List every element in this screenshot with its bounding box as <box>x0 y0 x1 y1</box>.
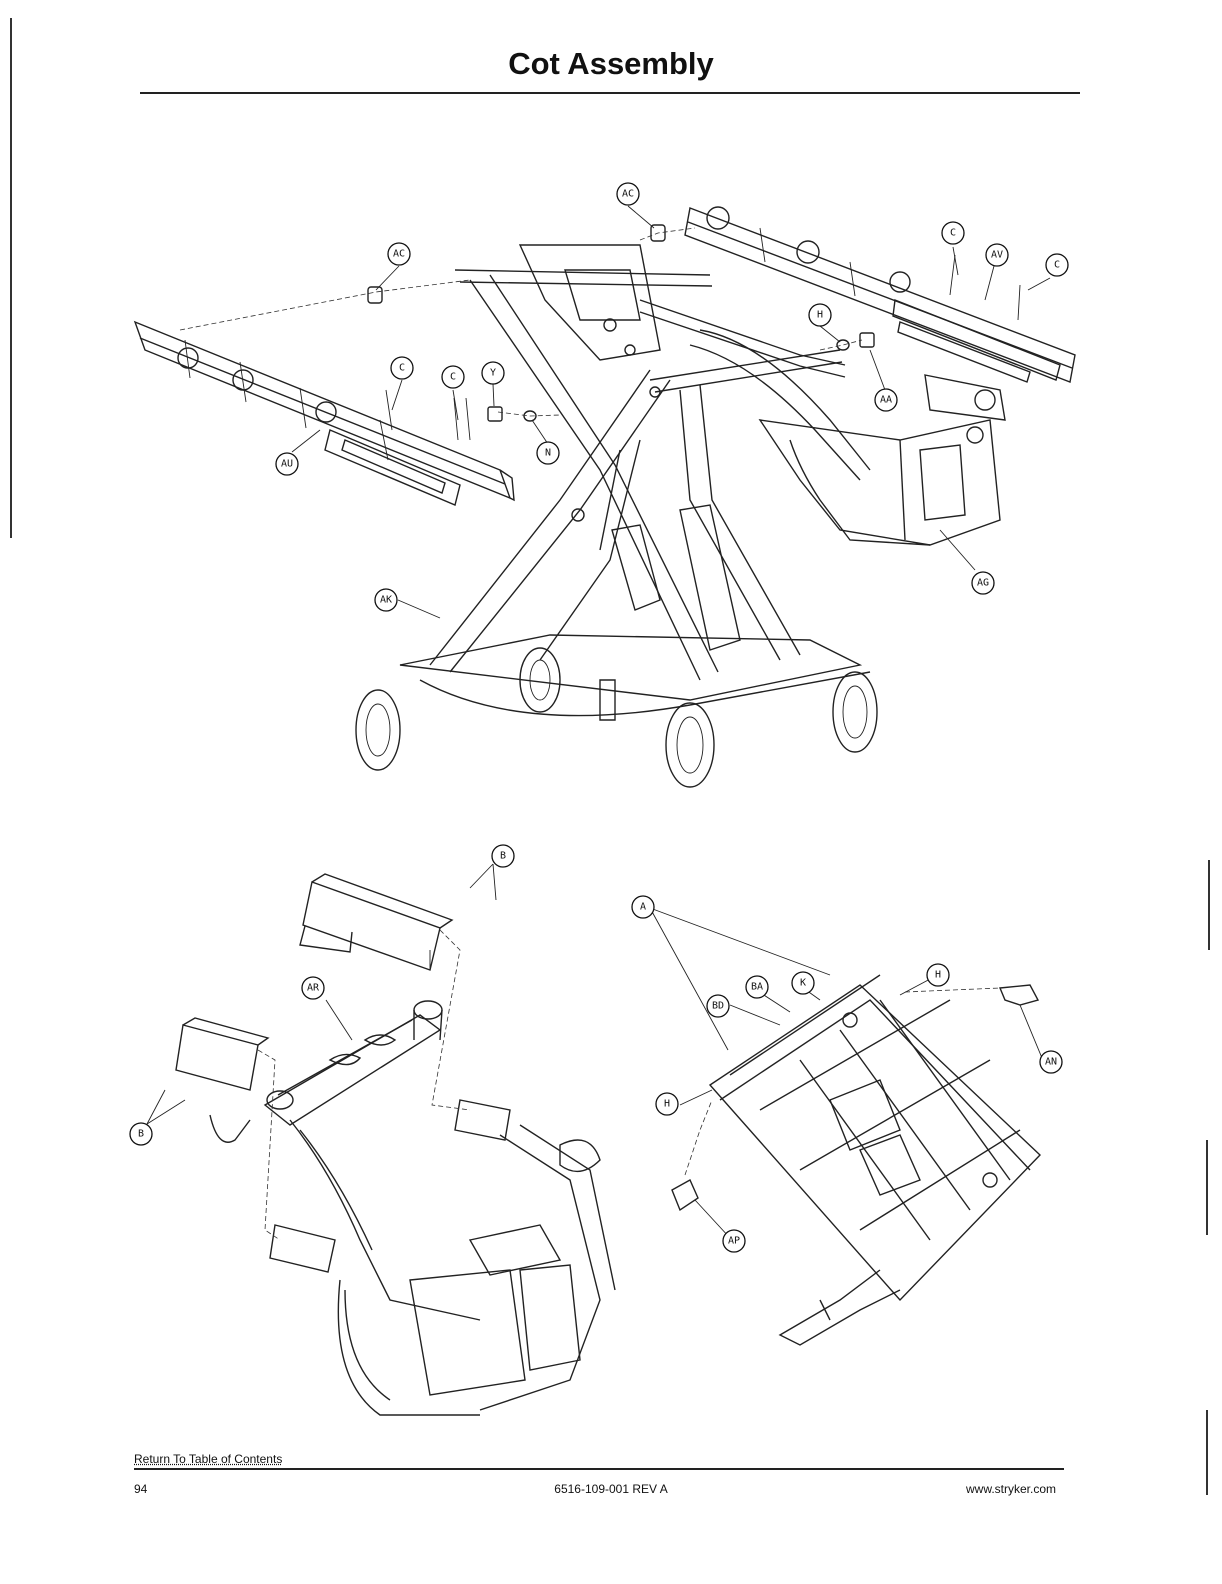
svg-text:BA: BA <box>751 982 763 993</box>
caster-wheel-3 <box>666 703 714 787</box>
caster-wheel-1 <box>356 690 400 770</box>
right-side-rail <box>685 207 1075 382</box>
svg-text:AG: AG <box>977 578 989 589</box>
svg-text:A: A <box>640 902 646 913</box>
svg-text:AC: AC <box>622 189 634 200</box>
bottom-left-leader-lines <box>147 864 496 1240</box>
callout-AG: AG <box>972 572 994 594</box>
svg-text:C: C <box>1054 260 1060 271</box>
callout-AP: AP <box>723 1230 745 1252</box>
top-cross-frame <box>455 245 870 480</box>
callout-AC-1: AC <box>388 243 410 265</box>
svg-text:AU: AU <box>281 459 293 470</box>
svg-text:AN: AN <box>1045 1057 1057 1068</box>
figure-bottom-left-head-end <box>147 864 615 1415</box>
return-to-toc-link[interactable]: Return To Table of Contents <box>134 1452 282 1466</box>
callout-B-1: B <box>492 845 514 867</box>
callout-AA: AA <box>875 389 897 411</box>
figure-bottom-right-foot-end <box>650 908 1042 1345</box>
callout-C-1: C <box>942 222 964 244</box>
callout-BA: BA <box>746 976 768 998</box>
callout-BD: BD <box>707 995 729 1017</box>
bottom-right-leader-lines <box>650 908 1042 1238</box>
bracket-ap-part <box>672 1180 698 1210</box>
website-text: www.stryker.com <box>966 1482 1056 1496</box>
bracket-an-part <box>1000 985 1038 1005</box>
callout-B-2: B <box>130 1123 152 1145</box>
callout-H-2: H <box>927 964 949 986</box>
callout-H-3: H <box>656 1093 678 1115</box>
footer-rule <box>134 1468 1064 1470</box>
svg-text:N: N <box>545 448 551 459</box>
head-end-frame <box>270 1100 615 1415</box>
svg-text:H: H <box>817 310 823 321</box>
callout-Y: Y <box>482 362 504 384</box>
svg-text:B: B <box>138 1129 144 1140</box>
callout-AN: AN <box>1040 1051 1062 1073</box>
callout-A: A <box>632 896 654 918</box>
svg-text:AR: AR <box>307 983 320 994</box>
svg-text:AV: AV <box>991 250 1003 261</box>
svg-text:C: C <box>399 363 405 374</box>
hardware-parts <box>368 225 1020 440</box>
svg-text:AC: AC <box>393 249 405 260</box>
svg-text:AP: AP <box>728 1236 740 1247</box>
foot-end-underside <box>710 975 1040 1345</box>
callout-AR: AR <box>302 977 324 999</box>
top-leader-lines <box>180 206 1050 618</box>
callout-AK: AK <box>375 589 397 611</box>
head-end-handle-box <box>176 1018 268 1142</box>
callout-K: K <box>792 972 814 994</box>
svg-text:AA: AA <box>880 395 892 406</box>
head-end-box <box>300 874 452 970</box>
figure-top-main-cot <box>135 206 1075 787</box>
caster-wheel-4 <box>833 672 877 752</box>
base-frame <box>356 635 877 787</box>
svg-text:H: H <box>935 970 941 981</box>
callout-AC-2: AC <box>617 183 639 205</box>
svg-text:AK: AK <box>380 595 392 606</box>
svg-text:BD: BD <box>712 1001 724 1012</box>
svg-text:C: C <box>450 372 456 383</box>
callout-H-1: H <box>809 304 831 326</box>
callout-AV: AV <box>986 244 1008 266</box>
head-end-bracket <box>265 1001 442 1125</box>
svg-text:Y: Y <box>490 368 496 379</box>
callout-C-2: C <box>1046 254 1068 276</box>
svg-text:K: K <box>800 978 806 989</box>
callout-C-3: C <box>391 357 413 379</box>
svg-text:B: B <box>500 851 506 862</box>
callout-N: N <box>537 442 559 464</box>
svg-text:C: C <box>950 228 956 239</box>
svg-text:H: H <box>664 1099 670 1110</box>
callout-AU: AU <box>276 453 298 475</box>
callout-C-4: C <box>442 366 464 388</box>
